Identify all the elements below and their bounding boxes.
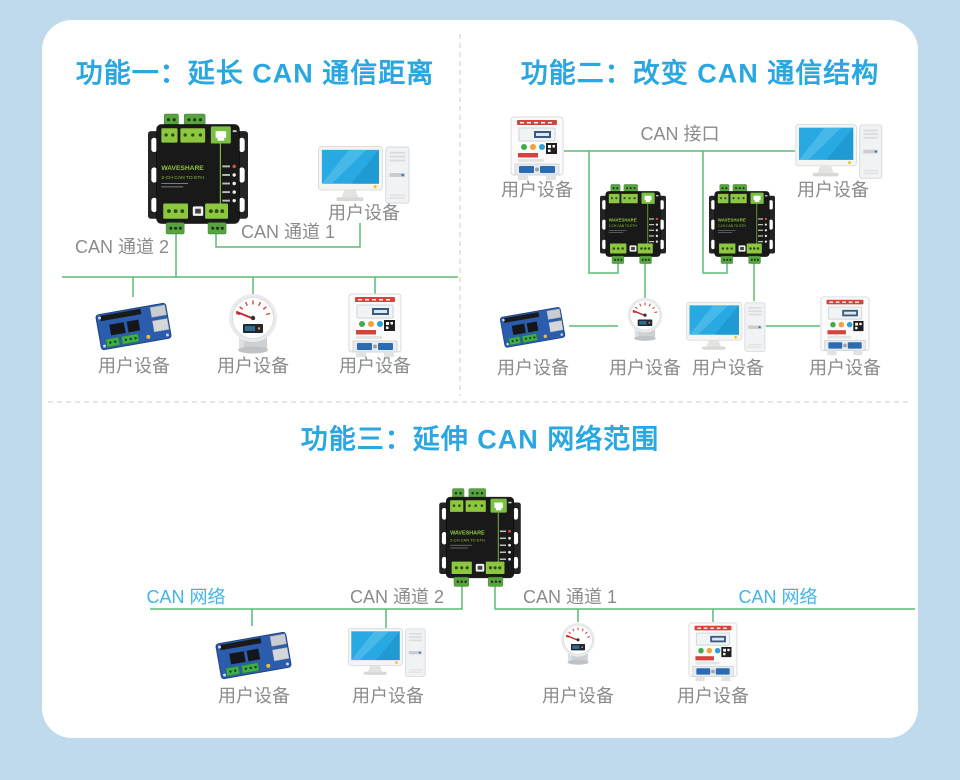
s2-converterB-uplink	[702, 151, 728, 274]
s3-gauge-device	[560, 622, 596, 666]
s1-can-converter-device	[148, 113, 248, 235]
s2-can-converter-b-device	[709, 184, 775, 264]
s1-energy-meter-device	[348, 293, 402, 358]
can-network-right-label: CAN 网络	[738, 587, 818, 607]
s2-dev-board-device	[499, 306, 566, 349]
s3-device-drops	[251, 609, 714, 628]
can-channel-2-label: CAN 通道 2	[349, 587, 445, 607]
s3-dev-board-device	[215, 631, 292, 680]
section3-title: 功能三：延伸 CAN 网络范围	[300, 424, 660, 455]
s2-converterA-uplink	[588, 151, 619, 274]
user-device-label: 用户设备	[809, 358, 881, 378]
user-device-label: 用户设备	[542, 686, 614, 706]
user-device-label: 用户设备	[497, 358, 569, 378]
can-channel-1-label: CAN 通道 1	[522, 587, 618, 607]
user-device-label: 用户设备	[677, 686, 749, 706]
user-device-label: 用户设备	[217, 356, 289, 376]
s1-device-drops	[132, 277, 376, 297]
user-device-label: 用户设备	[339, 356, 411, 376]
s2-computer-top-device	[795, 124, 883, 179]
section2-title: 功能二：改变 CAN 通信结构	[520, 58, 880, 89]
can-network-left-label: CAN 网络	[146, 587, 226, 607]
s3-computer-device	[348, 628, 426, 677]
user-device-label: 用户设备	[501, 180, 573, 200]
section1-title: 功能一：延长 CAN 通信距离	[75, 58, 435, 89]
s1-can1-link	[215, 223, 361, 248]
can-channel-2-label: CAN 通道 2	[74, 237, 170, 257]
s3-left-bus	[150, 586, 463, 610]
s1-gauge-device	[228, 293, 278, 355]
can-interface-label: CAN 接口	[640, 124, 720, 144]
s2-can-converter-a-device	[600, 184, 666, 264]
s2-computer-bottom-device	[686, 302, 766, 352]
user-device-label: 用户设备	[98, 356, 170, 376]
section-dividers	[48, 34, 912, 403]
user-device-label: 用户设备	[218, 686, 290, 706]
s2-gauge-device	[626, 297, 664, 342]
user-device-label: 用户设备	[352, 686, 424, 706]
connection-lines	[62, 150, 915, 628]
s2-energy-meter-top-device	[510, 116, 564, 181]
user-device-label: 用户设备	[797, 180, 869, 200]
can-channel-1-label: CAN 通道 1	[240, 222, 336, 242]
s2-energy-meter-bottom-device	[820, 296, 870, 356]
s3-right-bus	[494, 586, 915, 610]
user-device-label: 用户设备	[609, 358, 681, 378]
user-device-label: 用户设备	[328, 203, 400, 223]
s3-can-converter-device	[439, 488, 521, 587]
user-device-label: 用户设备	[692, 358, 764, 378]
s3-energy-meter-device	[688, 622, 738, 682]
s1-computer-device	[318, 146, 410, 204]
s1-dev-board-device	[95, 302, 172, 351]
